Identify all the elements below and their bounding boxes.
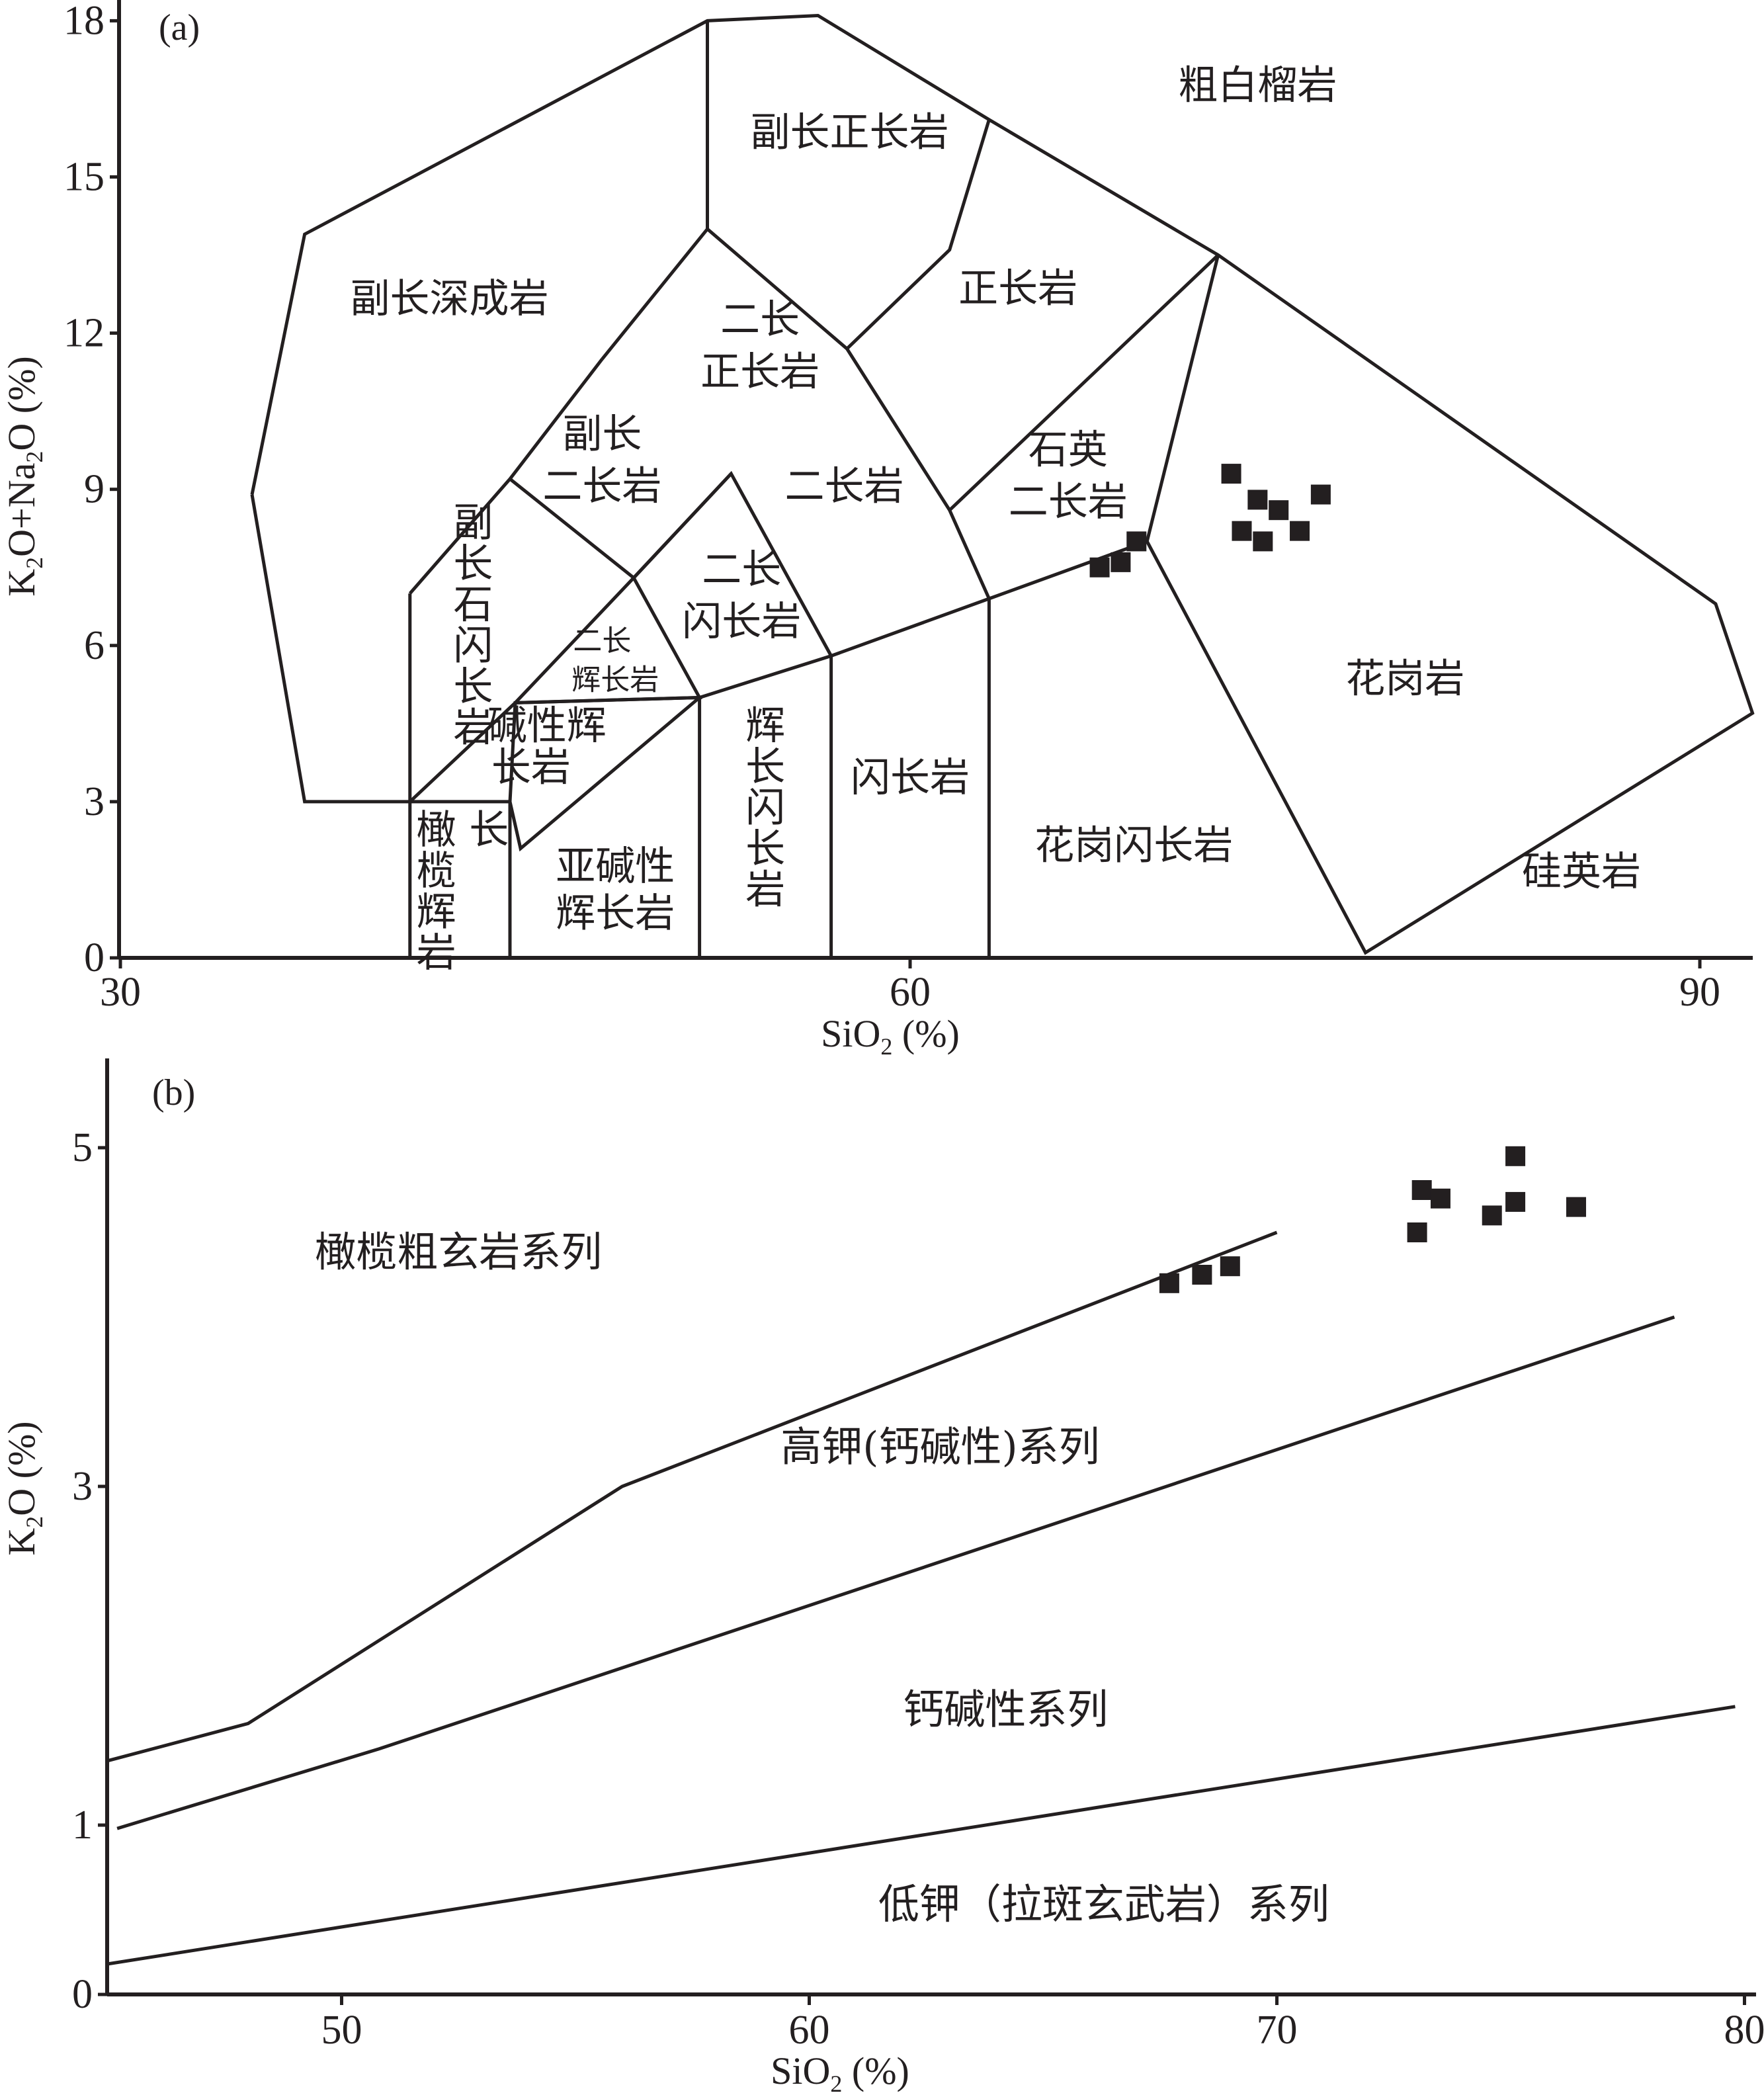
series-boundary-0 [107,1230,1278,1763]
tas-field-label: 亚碱性 [556,843,675,890]
k2o-sample-point [1159,1273,1179,1293]
tas-field-label: 花岗岩 [1345,656,1464,703]
tas-field-label: 碱性辉 [487,703,607,749]
k2o-sample-point [1505,1146,1526,1166]
tas-field-label: 辉长岩 [556,890,675,937]
tas-sample-point [1269,500,1289,521]
tas-sample-point [1111,552,1131,572]
k2o-sample-points [1159,1146,1586,1293]
tas-field-label-small: 二长 [573,624,631,658]
tas-y-tick-label: 3 [84,779,105,824]
tas-field-label: 副长正长岩 [750,109,948,155]
tas-field-label: 二长 [720,297,800,343]
tas-boundary-11 [508,696,701,852]
k2o-sample-point [1482,1205,1502,1226]
k2o-x-tick-label: 70 [1257,2008,1298,2053]
series-boundary-2 [107,1705,1736,1966]
tas-field-label: 副长 [562,411,642,458]
k2o-y-tick-label: 3 [72,1464,93,1509]
k2o-x-axis-label: SiO2 (%) [771,2049,909,2095]
tas-y-tick-label: 6 [84,623,105,668]
tas-boundary-4 [1145,254,1220,542]
k2o-x-tick-label: 80 [1724,2008,1764,2053]
tas-field-label-vertical: 橄榄辉岩 [417,807,456,976]
tas-x-tick-label: 30 [100,970,141,1015]
series-boundary-1 [116,1315,1675,1830]
series-label: 低钾（拉斑玄武岩）系列 [878,1880,1329,1928]
tas-sample-point [1089,557,1110,577]
tas-field-label: 闪长岩 [682,599,801,645]
tas-field-label: 长 [469,807,509,853]
tas-field-label: 花岗闪长岩 [1034,822,1233,869]
tas-sample-point [1290,521,1310,541]
tas-sample-point [1310,484,1331,505]
tas-field-label: 正长岩 [958,265,1077,312]
tas-boundary-8 [514,576,635,705]
tas-y-tick-label: 15 [63,155,105,200]
k2o-y-tick-label: 0 [72,1972,93,2017]
tas-sample-point [1247,490,1268,510]
tas-sample-points [1089,464,1331,577]
tas-y-tick-label: 18 [63,0,105,43]
k2o-sample-point [1411,1180,1432,1200]
tas-field-label-vertical: 辉长闪长岩 [745,703,785,913]
tas-y-tick-label: 9 [84,467,105,512]
tas-field-label-vertical: 副长石闪长岩 [453,500,493,751]
tas-field-label: 长岩 [491,744,571,791]
tas-diagram-panel: (a) 粗白榴岩副长正长岩副长深成岩正长岩二长正长岩副长二长岩二长岩石英二长岩二… [0,0,1755,1060]
k2o-sample-point [1566,1197,1586,1217]
tas-field-boundaries [250,13,1755,958]
tas-x-tick-label: 90 [1679,970,1720,1015]
tas-boundary-2 [845,119,991,351]
k2o-sample-point [1505,1191,1526,1212]
tas-field-label: 二长岩 [785,463,904,509]
k2o-sample-point [1407,1222,1427,1242]
tas-y-axis-label: K2O+Na2O (%) [0,356,48,596]
k2o-sample-point [1220,1256,1240,1277]
tas-field-label: 副长深成岩 [351,276,549,322]
k2o-axes: 0 1 3 5 50 60 70 80 [72,1058,1764,2053]
panel-b-label: (b) [152,1072,195,1113]
series-boundaries [107,1230,1736,1966]
tas-boundary-0 [250,13,1755,955]
tas-field-label: 石英 [1029,427,1108,473]
tas-field-label: 硅英岩 [1522,849,1641,895]
tas-field-label: 二长岩 [1009,479,1128,525]
panel-a-label: (a) [159,7,200,48]
tas-y-tick-label: 0 [84,935,105,980]
tas-field-label: 二长岩 [542,463,661,509]
k2o-sample-point [1192,1265,1212,1285]
tas-sample-point [1253,531,1273,552]
tas-sample-point [1221,464,1241,484]
k2o-y-tick-label: 5 [72,1125,93,1170]
k2o-y-tick-label: 1 [72,1803,93,1848]
series-label: 高钾(钙碱性)系列 [780,1423,1099,1471]
tas-sample-point [1232,521,1252,541]
series-label: 橄榄粗玄岩系列 [315,1228,602,1276]
tas-x-tick-label: 60 [890,970,931,1015]
k2o-y-axis-label: K2O (%) [0,1421,48,1555]
tas-field-label: 闪长岩 [851,755,970,801]
k2o-x-tick-label: 50 [321,2008,362,2053]
tas-field-label: 粗白榴岩 [1178,62,1337,108]
tas-field-label: 正长岩 [700,349,819,395]
tas-boundary-3 [601,226,991,600]
tas-field-labels: 粗白榴岩副长正长岩副长深成岩正长岩二长正长岩副长二长岩二长岩石英二长岩二长闪长岩… [351,62,1641,976]
k2o-sample-point [1430,1188,1450,1209]
tas-field-label: 二长 [702,546,781,593]
series-label: 钙碱性系列 [903,1685,1108,1733]
tas-boundary-5 [948,253,1220,512]
tas-axes: 0 3 6 9 12 15 18 30 60 90 [63,0,1753,1015]
tas-x-axis-label: SiO2 (%) [821,1012,960,1060]
tas-sample-point [1126,531,1147,552]
tas-y-tick-label: 12 [63,311,105,356]
tas-field-label-small: 辉长岩 [571,663,659,697]
k2o-x-tick-label: 60 [789,2008,830,2053]
